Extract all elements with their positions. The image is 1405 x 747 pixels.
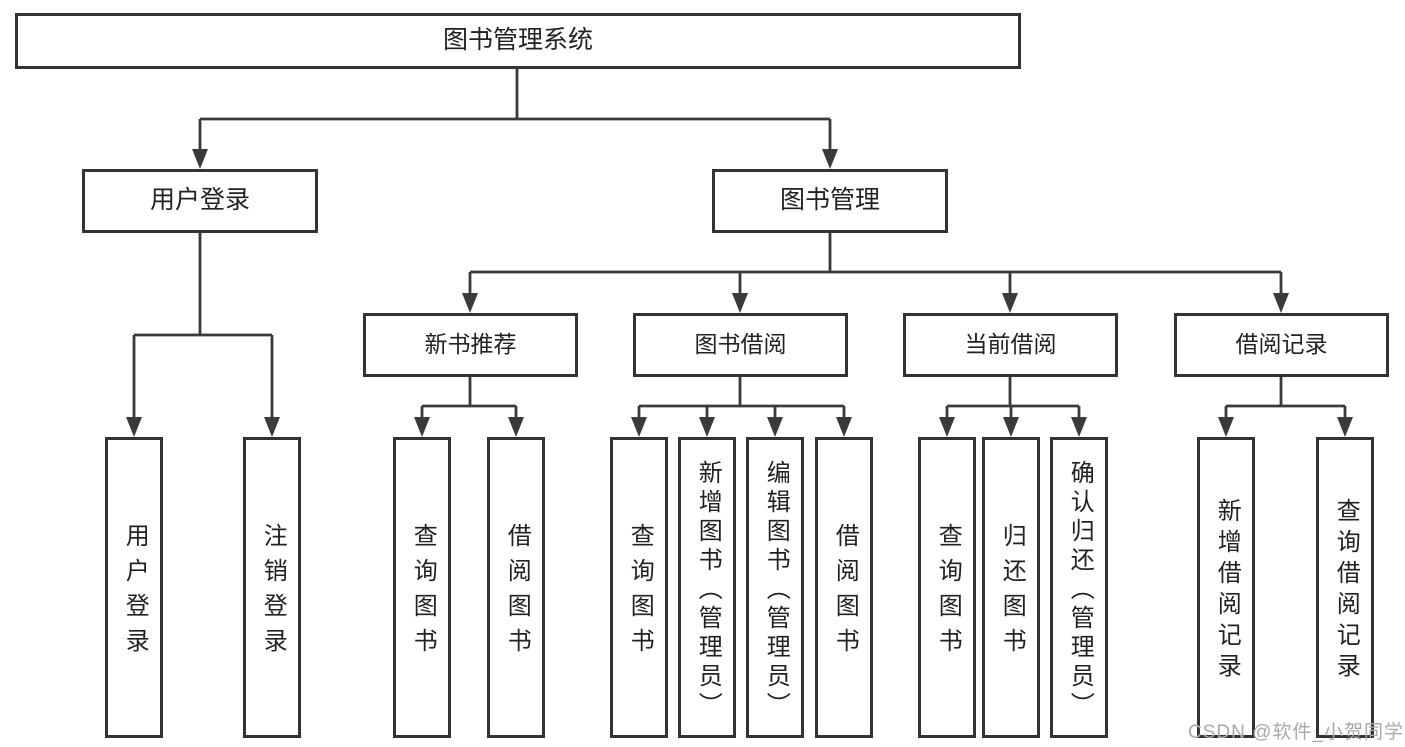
node-book-management: 图书管理 [712,169,948,233]
node-book-borrowing: 图书借阅 [633,313,848,377]
leaf-edit-book-admin: 编辑图书（管理员） [746,437,804,738]
arrowheads [126,149,1353,437]
leaf-borrow-books-recommendation: 借阅图书 [487,437,545,738]
node-borrowing-records-label: 借阅记录 [1235,331,1328,358]
node-book-borrowing-label: 图书借阅 [694,331,787,358]
leaf-borrow-books-borrowing: 借阅图书 [815,437,873,738]
csdn-watermark: CSDN @软件_小贺同学 [1188,722,1404,743]
leaf-query-books-recommendation: 查询图书 [393,437,451,738]
node-user-login-label: 用户登录 [149,186,250,215]
node-new-book-recommendation: 新书推荐 [363,313,578,377]
leaf-query-borrow-record: 查询借阅记录 [1316,437,1374,738]
leaf-user-login: 用户登录 [105,437,163,738]
leaf-return-books: 归还图书 [982,437,1040,738]
leaf-logout: 注销登录 [243,437,301,738]
leaf-query-books-current: 查询图书 [918,437,976,738]
node-new-book-recommendation-label: 新书推荐 [424,331,517,358]
node-root-label: 图书管理系统 [442,26,593,55]
node-current-borrowing-label: 当前借阅 [964,331,1057,358]
node-borrowing-records: 借阅记录 [1174,313,1389,377]
node-book-management-label: 图书管理 [779,186,880,215]
leaf-query-books-borrowing: 查询图书 [610,437,668,738]
node-root-system: 图书管理系统 [15,13,1021,69]
leaf-confirm-return-admin: 确认归还（管理员） [1050,437,1108,738]
leaf-add-book-admin: 新增图书（管理员） [678,437,736,738]
node-user-login: 用户登录 [82,169,318,233]
node-current-borrowing: 当前借阅 [903,313,1118,377]
leaf-add-borrow-record: 新增借阅记录 [1197,437,1255,738]
